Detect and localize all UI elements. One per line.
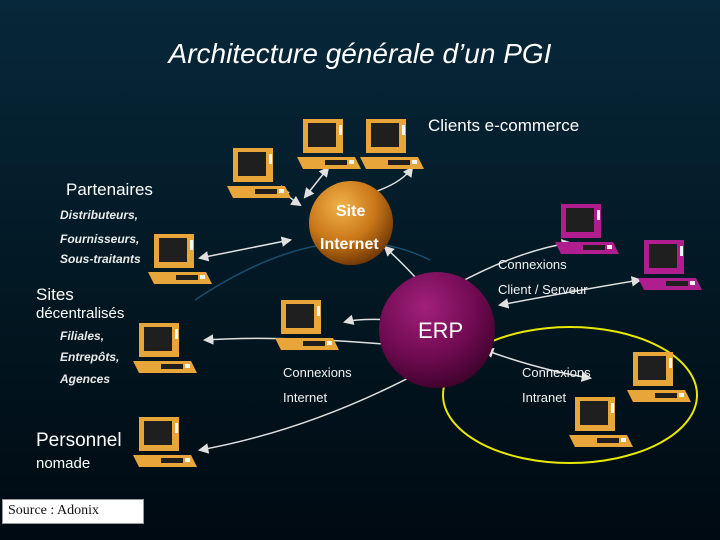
computer-icon xyxy=(133,417,197,467)
partenaires-label: Partenaires xyxy=(66,180,153,199)
computer-icon xyxy=(569,397,633,447)
fournisseurs-label: Fournisseurs, xyxy=(60,232,140,246)
computer-icon xyxy=(227,148,291,198)
arrow-erp-to-intranet xyxy=(483,347,593,382)
connexions-client-serveur-line2: Client / Serveur xyxy=(498,282,588,297)
computer-icon xyxy=(297,119,361,169)
site-internet-label-line1: Site xyxy=(336,203,366,220)
site-internet-label-line2: Internet xyxy=(320,236,379,253)
connexions-intranet-line1: Connexions xyxy=(522,365,591,380)
connexions-client-serveur-line1: Connexions xyxy=(498,257,567,272)
distributeurs-label: Distributeurs, xyxy=(60,208,139,222)
computer-icon xyxy=(133,323,197,373)
sites-label: Sites xyxy=(36,285,74,304)
connexions-internet-line2: Internet xyxy=(283,390,328,405)
computer-icon xyxy=(275,300,339,350)
clients-ecommerce-label: Clients e-commerce xyxy=(428,116,580,135)
computer-icon xyxy=(148,234,212,284)
connexions-internet-line1: Connexions xyxy=(283,365,352,380)
intranet-ellipse xyxy=(442,326,698,464)
arrow-site-to-client1 xyxy=(303,166,330,199)
arrow-site-to-partner-mid xyxy=(197,236,293,262)
computer-icon xyxy=(627,352,691,402)
erp-sphere xyxy=(379,272,495,388)
arrow-erp-to-magenta-pc2 xyxy=(497,276,643,309)
connexions-intranet-line2: Intranet xyxy=(522,390,567,405)
nomade-label: nomade xyxy=(36,455,91,472)
computer-icon xyxy=(555,204,619,254)
agences-label: Agences xyxy=(60,372,111,386)
entrepots-label: Entrepôts, xyxy=(60,350,120,364)
personnel-label: Personnel xyxy=(36,430,122,451)
computer-icon xyxy=(638,240,702,290)
sous-traitants-label: Sous-traitants xyxy=(60,252,141,266)
page-title: Architecture générale d’un PGI xyxy=(168,38,552,69)
erp-label: ERP xyxy=(418,318,464,343)
computer-icon xyxy=(360,119,424,169)
decentralises-label: décentralisés xyxy=(36,305,125,322)
arrow-erp-to-nomade xyxy=(197,371,422,454)
source-box: Source : Adonix xyxy=(2,499,144,524)
filiales-label: Filiales, xyxy=(60,329,105,343)
site-internet-sphere xyxy=(309,181,393,265)
